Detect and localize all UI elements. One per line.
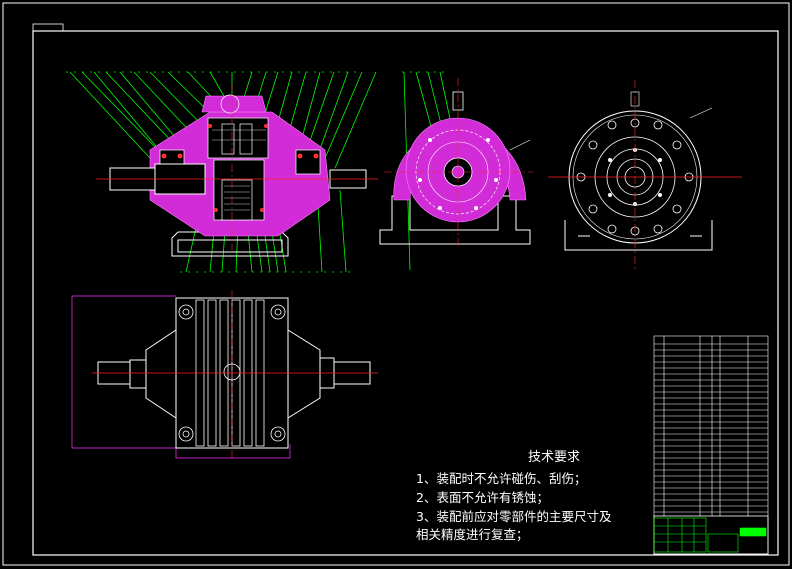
technical-requirement-2: 2、表面不允许有锈蚀； bbox=[416, 490, 549, 505]
top-view bbox=[71, 290, 378, 459]
front-bearings bbox=[161, 124, 319, 212]
technical-requirement-3: 3、装配前应对零部件的主要尺寸及 bbox=[416, 509, 612, 524]
end-base bbox=[564, 220, 713, 251]
technical-requirement-1: 1、装配时不允许碰伤、刮伤； bbox=[416, 471, 587, 486]
side-section-view bbox=[379, 71, 534, 271]
front-base bbox=[171, 231, 289, 257]
front-gear-lines bbox=[212, 129, 266, 211]
parts-list-table bbox=[653, 335, 769, 555]
end-view bbox=[548, 80, 742, 272]
title-block bbox=[653, 515, 769, 555]
front-section-view bbox=[66, 71, 378, 273]
top-dimensions bbox=[71, 295, 291, 459]
front-internals bbox=[159, 94, 321, 221]
top-corner-bolts bbox=[178, 304, 286, 442]
technical-requirements-title: 技术要求 bbox=[528, 450, 581, 465]
technical-requirement-3-continued: 相关精度进行复查； bbox=[416, 527, 529, 542]
leader-lines-top bbox=[66, 71, 377, 169]
